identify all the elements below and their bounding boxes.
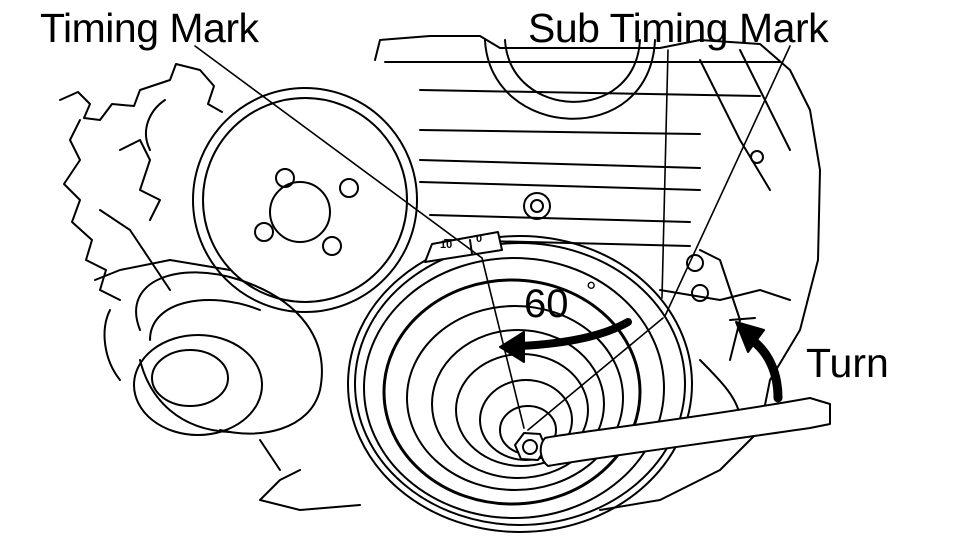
scale-zero-label: 0 [476, 233, 483, 245]
turn-arrow [736, 322, 778, 398]
timing-mark-label: Timing Mark [40, 5, 259, 51]
leader-lines [195, 46, 790, 316]
lower-idler [105, 272, 322, 435]
wrench-handle [541, 398, 830, 466]
angle-value-label: 60 [524, 282, 569, 326]
rotation-arrow [500, 322, 628, 362]
sub-timing-mark-label: Sub Timing Mark [528, 5, 829, 51]
alternator-bracket [60, 64, 230, 300]
crankshaft-pulley [348, 236, 692, 532]
timing-scale-plate [425, 232, 502, 262]
turn-label: Turn [806, 340, 889, 386]
angle-unit-label: ° [586, 276, 597, 306]
angle-lines [482, 258, 663, 430]
scale-ten-label: 10 [440, 239, 453, 251]
upper-pulley [193, 88, 417, 312]
